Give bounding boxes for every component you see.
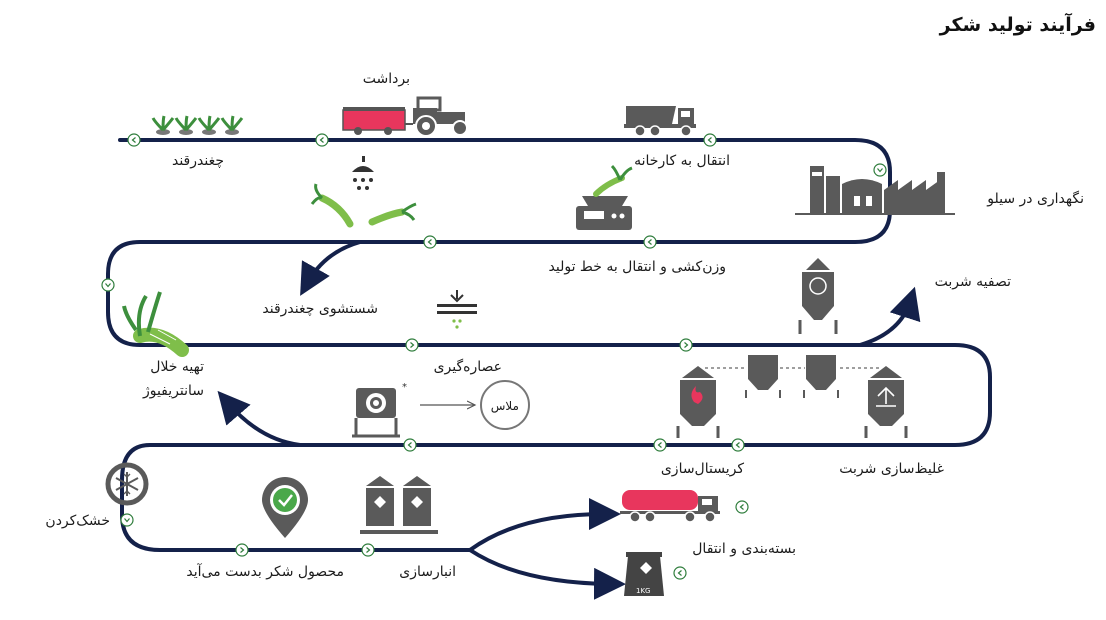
- step-label-wash: شستشوی چغندرقند: [262, 301, 378, 317]
- step-label-centrifuge: سانتریفیوژ: [142, 383, 204, 399]
- sugar-beet-row-icon: [151, 115, 244, 135]
- node: [315, 133, 329, 147]
- step-label-product: محصول شکر بدست می‌آید: [186, 564, 344, 580]
- crystallizer-icon: [676, 366, 720, 438]
- step-label-slices: تهیه خلال: [150, 359, 204, 375]
- press-icon: [437, 290, 477, 329]
- silo-tank-icon: [798, 258, 838, 334]
- scale-icon: [576, 164, 633, 230]
- node: [643, 235, 657, 249]
- factory-icon: [795, 166, 955, 215]
- washing-beets-icon: [310, 183, 417, 228]
- evaporator-tank-icon: [745, 355, 839, 398]
- path-nodes: [101, 133, 887, 580]
- node: [120, 513, 134, 527]
- bag-branch-arrow: [468, 548, 626, 600]
- step-label-crystallize: کریستال‌سازی: [660, 461, 744, 477]
- step-label-silo: نگهداری در سیلو: [987, 191, 1084, 207]
- storage-silos-icon: [360, 476, 438, 534]
- node: [403, 438, 417, 452]
- node: [731, 438, 745, 452]
- node: [101, 278, 115, 292]
- evaporator-tank-icon: [864, 366, 908, 438]
- node: [735, 500, 749, 514]
- step-label-packing: بسته‌بندی و انتقال: [692, 541, 796, 557]
- step-label-beet: چغندرقند: [171, 153, 224, 169]
- dump-truck-icon: [624, 106, 696, 137]
- step-label-storage: انبارسازی: [399, 564, 456, 580]
- tractor-trailer-icon: [342, 96, 468, 137]
- step-label-concentrate: غلیظ‌سازی شربت: [839, 461, 944, 477]
- svg-text:*: *: [402, 382, 407, 393]
- centrifuge-icon: *: [352, 382, 407, 438]
- node: [873, 163, 887, 177]
- step-label-weigh: وزن‌کشی و انتقال به خط تولید: [548, 259, 726, 275]
- centrifuge-branch-arrow: [217, 390, 302, 447]
- beet-icon: [122, 291, 189, 357]
- location-check-icon: [262, 477, 308, 538]
- page-title: فرآیند تولید شکر: [939, 14, 1096, 36]
- step-label-molasses: ملاس: [490, 399, 519, 413]
- node: [361, 543, 375, 557]
- node: [423, 235, 437, 249]
- step-label-purify: تصفیه شربت: [934, 274, 1011, 290]
- step-label-dry: خشک‌کردن: [45, 513, 110, 529]
- molasses-bubble: [480, 380, 530, 430]
- node: [703, 133, 717, 147]
- node: [653, 438, 667, 452]
- process-path: [106, 138, 992, 552]
- dryer-icon: [105, 462, 149, 506]
- step-label-press: عصاره‌گیری: [433, 359, 502, 375]
- node: [405, 338, 419, 352]
- tanker-truck-icon: [620, 490, 720, 523]
- node: [235, 543, 249, 557]
- bag-weight-label: 1KG: [636, 587, 651, 595]
- node: [673, 566, 687, 580]
- sugar-bag-icon: [624, 552, 664, 596]
- wash-branch-arrow: [300, 240, 362, 296]
- shower-icon: [352, 156, 374, 190]
- step-label-harvest: برداشت: [362, 71, 410, 87]
- node: [679, 338, 693, 352]
- purify-branch-arrow: [858, 286, 921, 347]
- packing-branch-arrow: [468, 498, 621, 552]
- step-label-transfer-factory: انتقال به کارخانه: [634, 153, 730, 169]
- node: [127, 133, 141, 147]
